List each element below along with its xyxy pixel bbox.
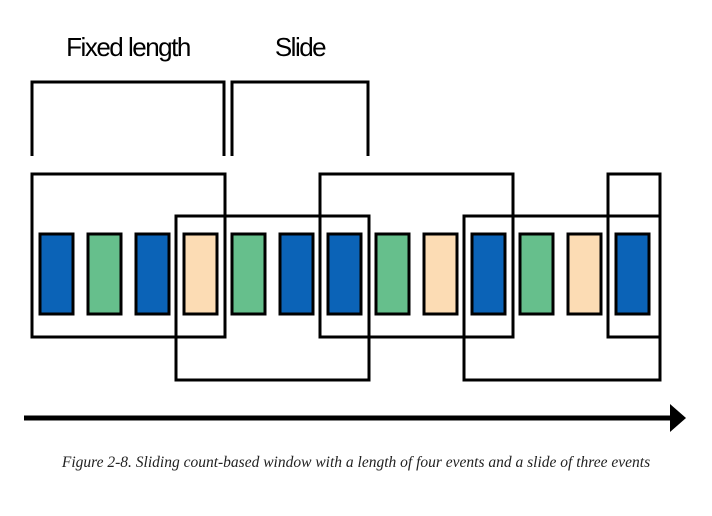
slide-label: Slide — [275, 32, 326, 62]
event-peach — [566, 232, 603, 316]
event-peach — [422, 232, 459, 316]
event-blue — [614, 232, 651, 316]
fixed-length-bracket — [30, 80, 226, 156]
window-3 — [318, 172, 515, 339]
event-blue — [470, 232, 507, 316]
event-green — [230, 232, 267, 316]
event-blue — [326, 232, 363, 316]
slide-bracket — [230, 80, 370, 156]
event-blue — [134, 232, 171, 316]
window-1 — [30, 172, 227, 339]
event-green — [518, 232, 555, 316]
windows-layer — [30, 172, 662, 382]
window-5 — [606, 172, 662, 339]
event-green — [374, 232, 411, 316]
figure-caption: Figure 2-8. Sliding count-based window w… — [61, 454, 651, 471]
fixed-length-label: Fixed length — [66, 32, 190, 62]
events-layer — [38, 232, 651, 316]
event-peach — [182, 232, 219, 316]
sliding-window-diagram: Fixed length Slide — [24, 32, 686, 432]
event-blue — [38, 232, 75, 316]
event-green — [86, 232, 123, 316]
window-2 — [174, 214, 371, 382]
timeline-arrowhead-icon — [670, 404, 686, 432]
event-blue — [278, 232, 315, 316]
